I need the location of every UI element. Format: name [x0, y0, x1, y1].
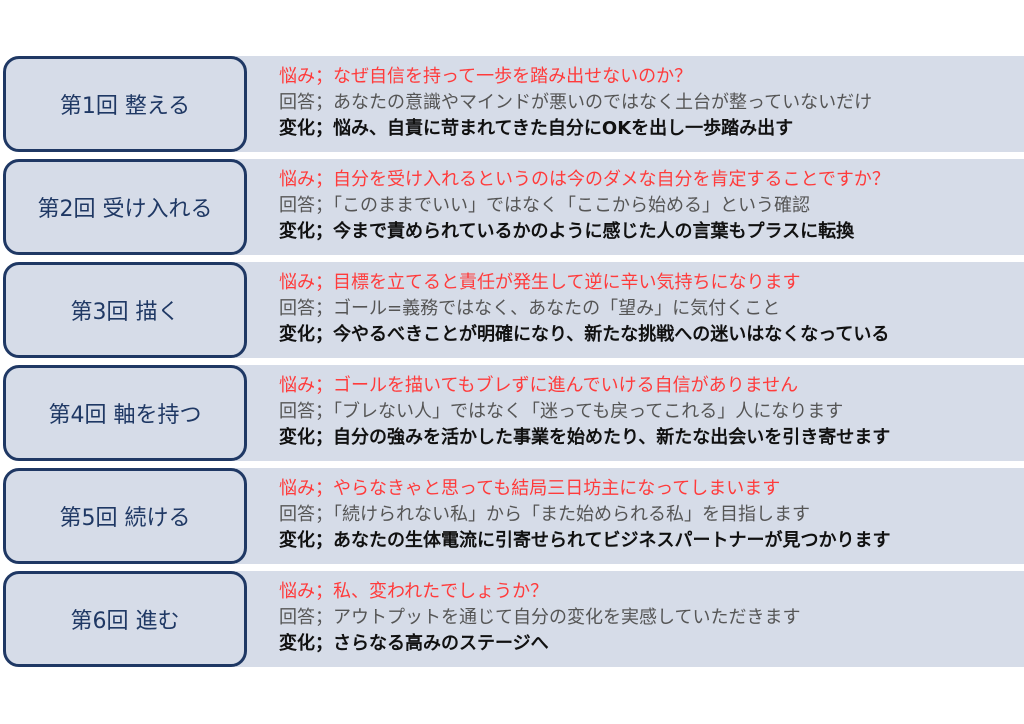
worry-text: 悩み；自分を受け入れるというのは今のダメな自分を肯定することですか？ — [279, 169, 890, 190]
session-title: 第2回 受け入れる — [3, 159, 247, 255]
worry-text: 悩み；ゴールを描いてもブレずに進んでいける自信がありません — [279, 375, 799, 396]
session-details: 悩み；やらなきゃと思っても結局三日坊主になってしまいます 回答；「続けられない私… — [279, 476, 890, 554]
change-text: 変化；さらなる高みのステージへ — [279, 633, 549, 654]
session-details: 悩み；目標を立てると責任が発生して逆に辛い気持ちになります 回答；ゴール=義務で… — [279, 270, 889, 348]
worry-text: 悩み；やらなきゃと思っても結局三日坊主になってしまいます — [279, 478, 781, 499]
session-row: 第4回 軸を持つ 悩み；ゴールを描いてもブレずに進んでいける自信がありません 回… — [0, 365, 1024, 461]
session-row: 第6回 進む 悩み；私、変われたでしょうか？ 回答；アウトプットを通じて自分の変… — [0, 571, 1024, 667]
session-details: 悩み；私、変われたでしょうか？ 回答；アウトプットを通じて自分の変化を実感してい… — [279, 579, 800, 657]
session-details: 悩み；なぜ自信を持って一歩を踏み出せないのか？ 回答；あなたの意識やマインドが悪… — [279, 64, 872, 142]
session-row: 第5回 続ける 悩み；やらなきゃと思っても結局三日坊主になってしまいます 回答；… — [0, 468, 1024, 564]
change-text: 変化；今やるべきことが明確になり、新たな挑戦への迷いはなくなっている — [279, 324, 890, 345]
worry-text: 悩み；なぜ自信を持って一歩を踏み出せないのか？ — [279, 66, 693, 87]
session-row: 第1回 整える 悩み；なぜ自信を持って一歩を踏み出せないのか？ 回答；あなたの意… — [0, 56, 1024, 152]
answer-text: 回答；「このままでいい」ではなく「ここから始める」という確認 — [279, 195, 810, 216]
change-text: 変化；自分の強みを活かした事業を始めたり、新たな出会いを引き寄せます — [279, 427, 891, 448]
session-title: 第6回 進む — [3, 571, 247, 667]
session-band — [236, 571, 1024, 667]
session-band — [236, 365, 1024, 461]
session-title: 第5回 続ける — [3, 468, 247, 564]
session-title: 第1回 整える — [3, 56, 247, 152]
answer-text: 回答；「ブレない人」ではなく「迷っても戻ってこれる」人になります — [279, 401, 844, 422]
answer-text: 回答；ゴール=義務ではなく、あなたの「望み」に気付くこと — [279, 298, 781, 319]
session-band — [236, 159, 1024, 255]
session-row: 第2回 受け入れる 悩み；自分を受け入れるというのは今のダメな自分を肯定すること… — [0, 159, 1024, 255]
change-text: 変化；悩み、自責に苛まれてきた自分にOKを出し一歩踏み出す — [279, 118, 794, 139]
session-band — [236, 262, 1024, 358]
session-row: 第3回 描く 悩み；目標を立てると責任が発生して逆に辛い気持ちになります 回答；… — [0, 262, 1024, 358]
answer-text: 回答；「続けられない私」から「また始められる私」を目指します — [279, 504, 810, 525]
answer-text: 回答；あなたの意識やマインドが悪いのではなく土台が整っていないだけ — [279, 92, 873, 113]
worry-text: 悩み；目標を立てると責任が発生して逆に辛い気持ちになります — [279, 272, 801, 293]
session-details: 悩み；自分を受け入れるというのは今のダメな自分を肯定することですか？ 回答；「こ… — [279, 167, 890, 245]
session-title: 第3回 描く — [3, 262, 247, 358]
session-band — [236, 56, 1024, 152]
session-details: 悩み；ゴールを描いてもブレずに進んでいける自信がありません 回答；「ブレない人」… — [279, 373, 890, 451]
change-text: 変化；今まで責められているかのように感じた人の言葉もプラスに転換 — [279, 221, 855, 242]
change-text: 変化；あなたの生体電流に引寄せられてビジネスパートナーが見つかります — [279, 530, 891, 551]
session-band — [236, 468, 1024, 564]
worry-text: 悩み；私、変われたでしょうか？ — [279, 581, 549, 602]
session-title: 第4回 軸を持つ — [3, 365, 247, 461]
answer-text: 回答；アウトプットを通じて自分の変化を実感していただきます — [279, 607, 801, 628]
